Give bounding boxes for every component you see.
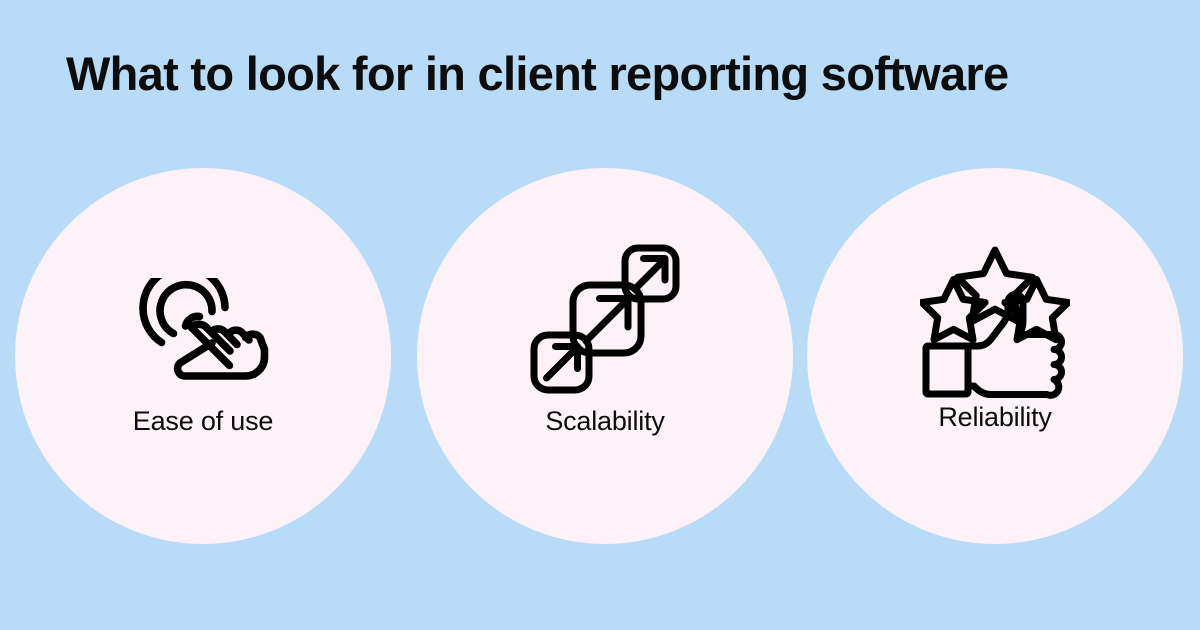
scaling-squares-arrows-icon [417,244,793,394]
thumbs-up-stars-icon [807,246,1183,399]
feature-card-ease-of-use: Ease of use [15,168,391,544]
card-label-scalability: Scalability [545,406,665,436]
feature-card-scalability: Scalability [417,168,793,544]
tap-gesture-hand-icon [15,264,391,394]
feature-card-reliability: Reliability [807,168,1183,544]
page-title: What to look for in client reporting sof… [66,47,1009,100]
card-label-ease-of-use: Ease of use [132,406,274,436]
feature-card-row: Ease of use Sc [0,168,1200,548]
card-label-reliability: Reliability [938,402,1052,432]
